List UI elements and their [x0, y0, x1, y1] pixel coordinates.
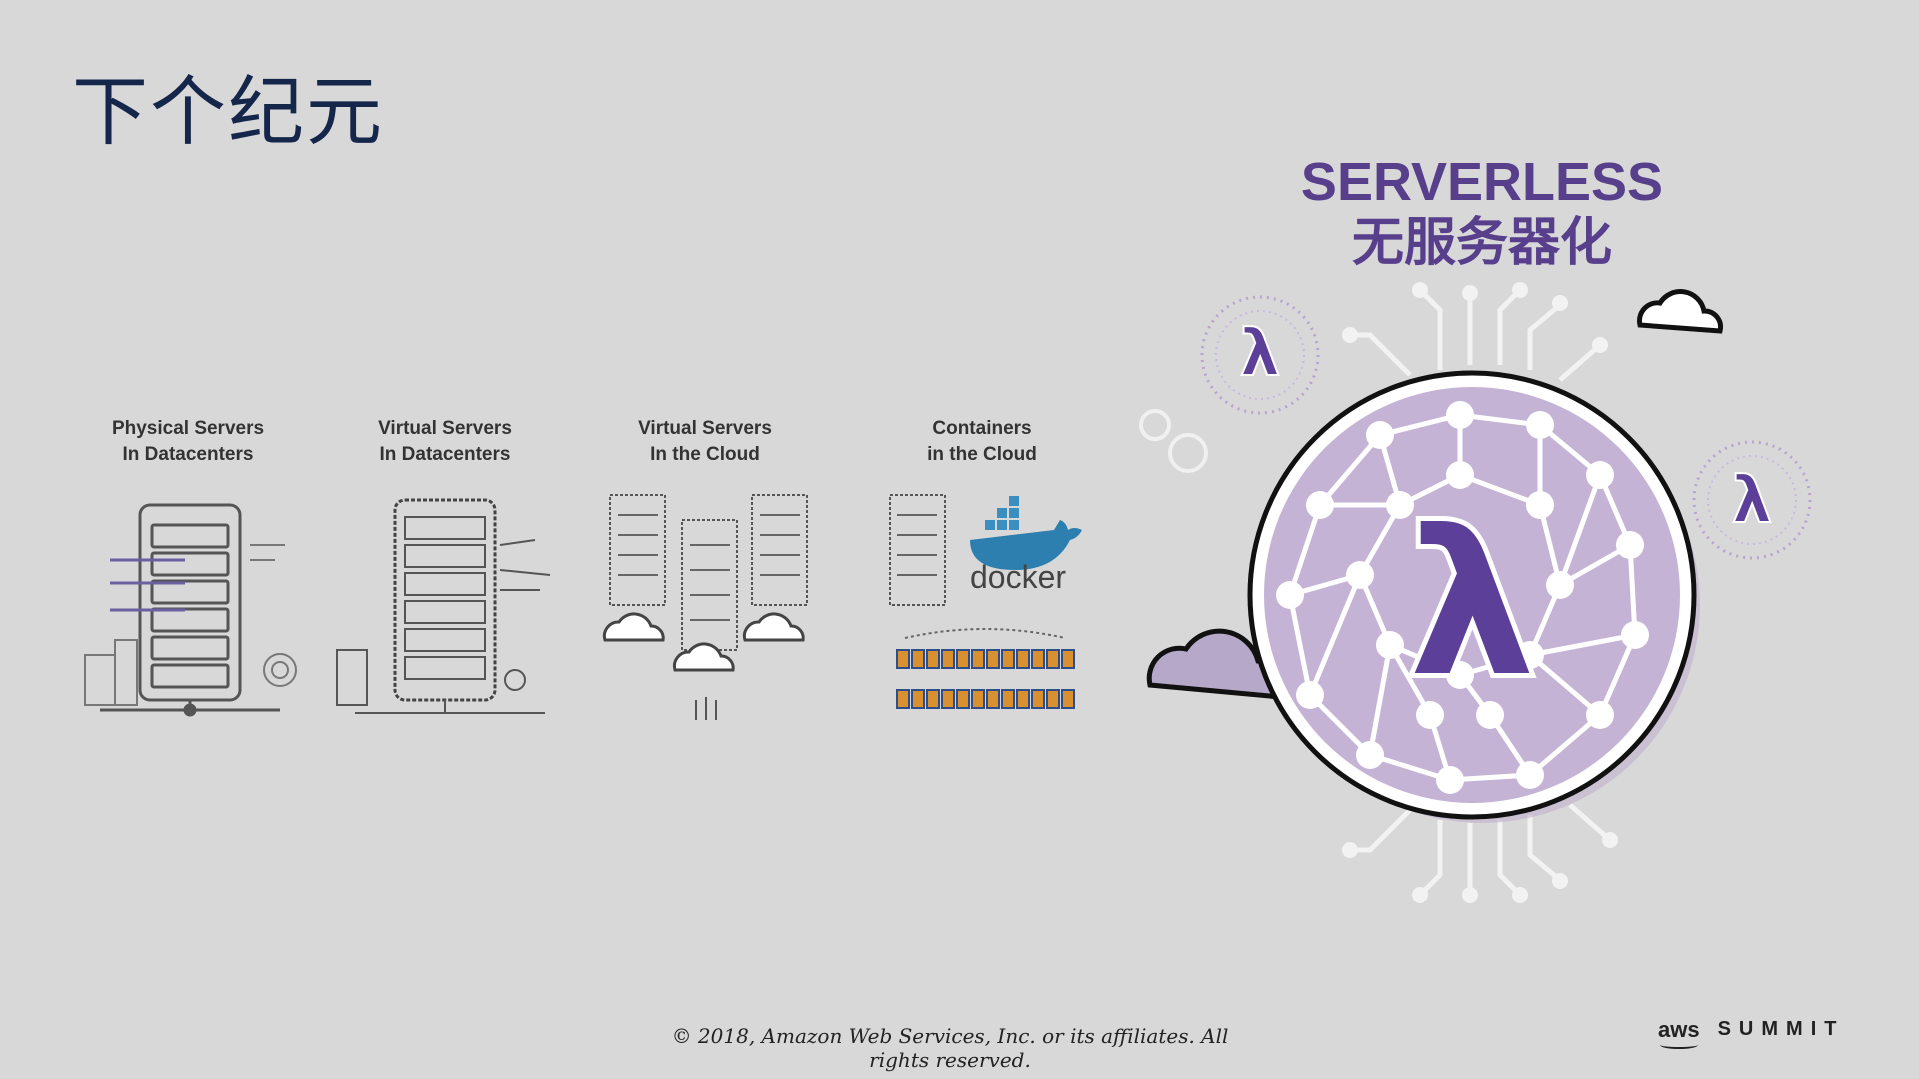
copyright-footer: © 2018, Amazon Web Services, Inc. or its… — [671, 1024, 1229, 1072]
stage-caption-line: In Datacenters — [379, 444, 511, 465]
stage-caption-line: Virtual Servers — [638, 418, 772, 439]
gear-icon — [1139, 409, 1208, 473]
cloud-servers-icon — [602, 494, 808, 720]
svg-text:λ: λ — [1240, 317, 1281, 391]
lambda-icon: λ — [1409, 488, 1536, 721]
virtual-server-icon — [336, 498, 551, 714]
stage-caption-line: in the Cloud — [927, 444, 1037, 465]
lambda-icon: λ — [1200, 295, 1320, 415]
stage-caption-line: In the Cloud — [650, 444, 760, 465]
stage-caption-line: In Datacenters — [122, 444, 254, 465]
serverless-heading: SERVERLESS 无服务器化 — [1262, 152, 1702, 274]
aws-summit-logo: aws SUMMIT — [1658, 1016, 1845, 1049]
slide-title: 下个纪元 — [72, 67, 384, 156]
stage-caption-virtual-cloud: Virtual Servers In the Cloud — [595, 416, 815, 468]
stage-caption-line: Virtual Servers — [378, 418, 512, 439]
serverless-illustration: λ λ λ — [1139, 282, 1812, 903]
serverless-title-en: SERVERLESS — [1300, 152, 1664, 212]
docker-label: docker — [970, 559, 1066, 595]
stage-caption-virtual-dc: Virtual Servers In Datacenters — [335, 416, 555, 468]
lambda-icon: λ — [1692, 440, 1812, 560]
containers-icon: docker — [889, 494, 1082, 709]
cloud-icon — [1637, 289, 1723, 334]
serverless-title-zh: 无服务器化 — [1351, 213, 1612, 273]
stage-caption-containers: Containers in the Cloud — [872, 416, 1092, 468]
summit-logo-text: SUMMIT — [1717, 1018, 1845, 1040]
stage-caption-line: Physical Servers — [111, 418, 265, 439]
docker-whale-icon — [970, 496, 1082, 570]
aws-logo-text: aws — [1658, 1016, 1700, 1049]
physical-server-icon — [84, 503, 297, 717]
stage-caption-physical: Physical Servers In Datacenters — [78, 416, 298, 468]
stage-caption-line: Containers — [932, 418, 1032, 439]
svg-text:λ: λ — [1732, 464, 1773, 538]
